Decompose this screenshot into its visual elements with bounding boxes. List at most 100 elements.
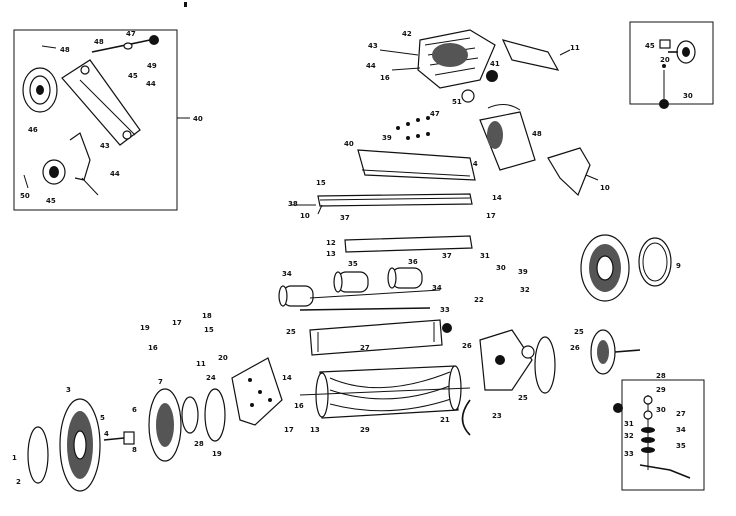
label: 7: [158, 378, 163, 386]
label: 21: [440, 416, 450, 424]
inset-frame-br: [621, 379, 705, 491]
label: 25: [518, 394, 528, 402]
label: 43: [100, 142, 110, 150]
label: 50: [20, 192, 30, 200]
left-labels: 19 17 18 15 16 11 20 24 25 14 16 17 13: [140, 312, 320, 434]
label: 14: [492, 194, 502, 202]
label: 33: [624, 450, 634, 458]
label: 45: [128, 72, 138, 80]
label: 29: [656, 386, 666, 394]
label: 28: [656, 372, 666, 380]
label: 37: [340, 214, 350, 222]
label: 15: [316, 179, 326, 187]
label: 6: [132, 406, 137, 414]
label: 26: [570, 344, 580, 352]
inset-frame-tl: [13, 29, 178, 211]
reel-cylinder: [299, 365, 471, 419]
label: 40: [344, 140, 354, 148]
label: 39: [518, 268, 528, 276]
c-ring: [461, 399, 471, 436]
label: 44: [146, 80, 156, 88]
label: 25: [574, 328, 584, 336]
label: 4: [104, 430, 109, 438]
bedknife-plates: [290, 149, 476, 253]
label: 40: [193, 115, 203, 123]
label: 35: [676, 442, 686, 450]
top-mark: [184, 2, 187, 7]
rear-wheel-right: [580, 234, 672, 302]
inset-frame-tr: [629, 21, 714, 105]
inset-handle-bracket: [13, 29, 190, 211]
label: 48: [60, 46, 70, 54]
label: 16: [148, 344, 158, 352]
inset-bottom-right: [613, 379, 705, 491]
label: 49: [147, 62, 157, 70]
label: 34: [282, 270, 292, 278]
label: 10: [600, 184, 610, 192]
label: 33: [440, 306, 450, 314]
label: 34: [676, 426, 686, 434]
label: 51: [452, 98, 462, 106]
label: 16: [380, 74, 390, 82]
middle-labels: 40 15 38 10 37 12 13 14 17 34 35 37 36 3…: [282, 140, 530, 352]
label: 17: [284, 426, 294, 434]
wheel-left-assembly: [27, 388, 226, 492]
label: 44: [110, 170, 120, 178]
label: 35: [348, 260, 358, 268]
motor-labels: 43 44 42 11 16 51 41: [366, 30, 580, 106]
label: 8: [132, 446, 137, 454]
label: 38: [288, 200, 298, 208]
label: 47: [126, 30, 136, 38]
label: 48: [532, 130, 542, 138]
inset-tl-labels: 48 48 47 45 49 44 46 43 44 50 45 40: [20, 30, 203, 205]
label: 18: [202, 312, 212, 320]
belt-labels: 47 48 14 39: [382, 110, 542, 168]
label: 31: [624, 420, 634, 428]
label: 9: [676, 262, 681, 270]
label: 5: [100, 414, 105, 422]
label: 22: [474, 296, 484, 304]
label: 34: [432, 284, 442, 292]
label: 39: [382, 134, 392, 142]
label: 19: [212, 450, 222, 458]
label: 17: [486, 212, 496, 220]
label: 1: [12, 454, 17, 462]
label: 19: [140, 324, 150, 332]
label: 37: [442, 252, 452, 260]
label: 13: [326, 250, 336, 258]
label: 16: [294, 402, 304, 410]
label: 15: [204, 326, 214, 334]
label: 30: [496, 264, 506, 272]
label: 12: [326, 239, 336, 247]
label: 13: [310, 426, 320, 434]
label: 14: [468, 160, 478, 168]
label: 32: [624, 432, 634, 440]
label: 26: [462, 342, 472, 350]
bottom-labels: 1 2 3 5 4 6 8 7 28 19 29 21 23 26 25: [12, 342, 528, 486]
front-wheel-right: [521, 329, 641, 394]
label: 20: [660, 56, 670, 64]
label: 14: [282, 374, 292, 382]
label: 47: [430, 110, 440, 118]
label: 46: [28, 126, 38, 134]
label: 31: [480, 252, 490, 260]
deflector: [547, 147, 591, 197]
label: 27: [360, 344, 370, 352]
label: 32: [520, 286, 530, 294]
reel-frame: [299, 307, 452, 356]
label: 44: [366, 62, 376, 70]
label: 20: [218, 354, 228, 362]
label: 25: [286, 328, 296, 336]
label: 17: [172, 319, 182, 327]
label: 24: [206, 374, 216, 382]
label: 36: [408, 258, 418, 266]
label: 48: [94, 38, 104, 46]
label: 10: [300, 212, 310, 220]
label: 30: [656, 406, 666, 414]
label: 41: [490, 60, 500, 68]
label: 43: [368, 42, 378, 50]
label: 29: [360, 426, 370, 434]
label: 28: [194, 440, 204, 448]
right-labels: 25 26 9 10 27 28 29 30 31 32 33 34 35: [570, 184, 686, 458]
